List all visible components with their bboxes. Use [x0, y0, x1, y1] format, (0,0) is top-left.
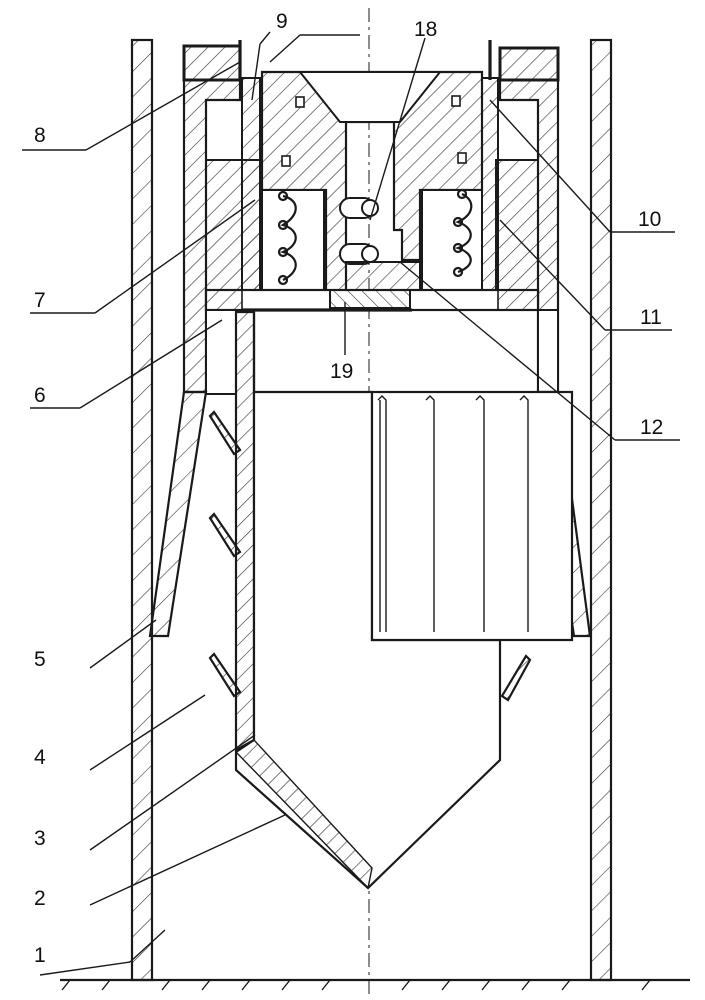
base-plate-block-left	[205, 289, 243, 311]
spring-chamber-left	[261, 189, 325, 291]
label-9: 9	[276, 10, 288, 33]
mandrel-body	[234, 310, 256, 752]
label-8: 8	[34, 124, 46, 147]
spring-right	[452, 188, 473, 278]
spring-left	[277, 190, 297, 286]
casing-wall-right	[589, 38, 613, 982]
top-cap-right	[498, 46, 560, 82]
wedge-left	[148, 390, 208, 638]
label-6: 6	[34, 384, 46, 407]
slip-flutes	[377, 395, 529, 632]
valve-seat-19	[329, 289, 411, 309]
label-12: 12	[640, 416, 663, 439]
label-5: 5	[34, 648, 46, 671]
label-18: 18	[414, 18, 437, 41]
tip-edge-hatch	[234, 739, 373, 890]
base-plate-block-right	[497, 289, 539, 311]
label-3: 3	[34, 827, 46, 850]
spring-chamber-right	[421, 189, 483, 291]
leader-lines	[22, 31, 680, 976]
pin-assembly	[339, 197, 379, 265]
slip-bowl	[370, 390, 574, 642]
lower-sleeve-right	[537, 309, 559, 395]
label-2: 2	[34, 887, 46, 910]
label-19: 19	[330, 360, 353, 383]
lower-sleeve-left	[205, 309, 237, 395]
ground-hatch	[61, 979, 651, 991]
inner-sleeve-right	[481, 77, 499, 294]
ground	[60, 978, 690, 991]
seal-marks	[281, 95, 467, 167]
housing-block-right	[495, 159, 539, 291]
plug-lower-block	[345, 261, 421, 291]
part-labels: 1 2 3 4 5 6 7 8 9 10 11 12 18 19	[34, 10, 663, 967]
barbs	[208, 410, 532, 702]
inner-sleeve-left	[241, 77, 261, 294]
top-cap-left	[182, 44, 242, 82]
label-10: 10	[638, 208, 661, 231]
casing-wall-left	[130, 38, 154, 982]
label-11: 11	[640, 306, 662, 329]
label-4: 4	[34, 746, 46, 769]
label-1: 1	[34, 944, 46, 967]
label-7: 7	[34, 289, 46, 312]
